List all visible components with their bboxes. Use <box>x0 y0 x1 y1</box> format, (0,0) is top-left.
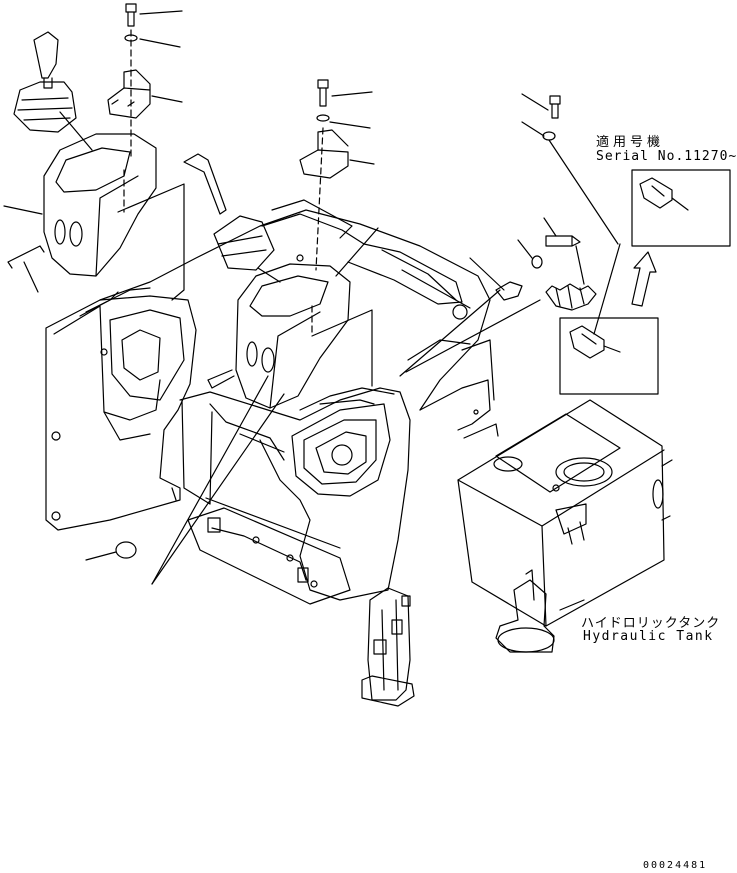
drawing-number: 00024481 <box>643 860 708 871</box>
hydraulic-tank <box>457 399 673 627</box>
left-bracket <box>107 69 183 119</box>
left-lever-cover <box>3 133 157 277</box>
detail-box <box>559 243 659 395</box>
tank-label-jp: ハイドロリックタンク <box>581 616 721 631</box>
center-leaders <box>311 127 324 337</box>
plug-cap <box>85 541 137 561</box>
left-leader-bracket <box>117 183 185 301</box>
floor-frame <box>99 199 491 411</box>
hose-fitting <box>545 245 597 311</box>
tank-label-en: Hydraulic Tank <box>583 629 714 644</box>
side-washer <box>517 239 543 269</box>
side-screw <box>543 217 581 247</box>
plug-leader-2 <box>151 393 285 585</box>
left-leaders <box>123 29 132 213</box>
center-bracket <box>299 129 375 179</box>
center-frame <box>179 387 411 601</box>
screw-left-center <box>207 369 233 381</box>
center-leader-bracket <box>311 309 373 387</box>
left-bolt <box>125 3 183 27</box>
up-arrow-icon <box>631 251 657 307</box>
pedestal-leg <box>361 587 415 707</box>
center-leader-1 <box>335 227 379 277</box>
left-side-screw <box>7 245 45 293</box>
center-lever-knob <box>183 153 281 283</box>
center-washer <box>316 114 371 129</box>
left-console-panel <box>45 287 197 531</box>
right-frame-section <box>407 339 495 431</box>
left-washer <box>124 34 181 48</box>
center-bolt <box>317 79 373 107</box>
serial-detail-box <box>631 169 731 247</box>
left-lever-knob <box>13 31 93 151</box>
hose-leader <box>399 289 501 377</box>
serial-number-label: Serial No.11270~ <box>596 149 737 164</box>
hose-clamp <box>469 257 523 301</box>
serial-label-jp: 適用号機 <box>596 135 665 150</box>
center-lever-cover <box>235 263 351 409</box>
base-plate <box>187 497 351 605</box>
plug-leader-1 <box>151 375 269 585</box>
tank-outlet <box>495 569 555 653</box>
right-washer <box>521 121 619 245</box>
right-bolt <box>521 93 561 119</box>
